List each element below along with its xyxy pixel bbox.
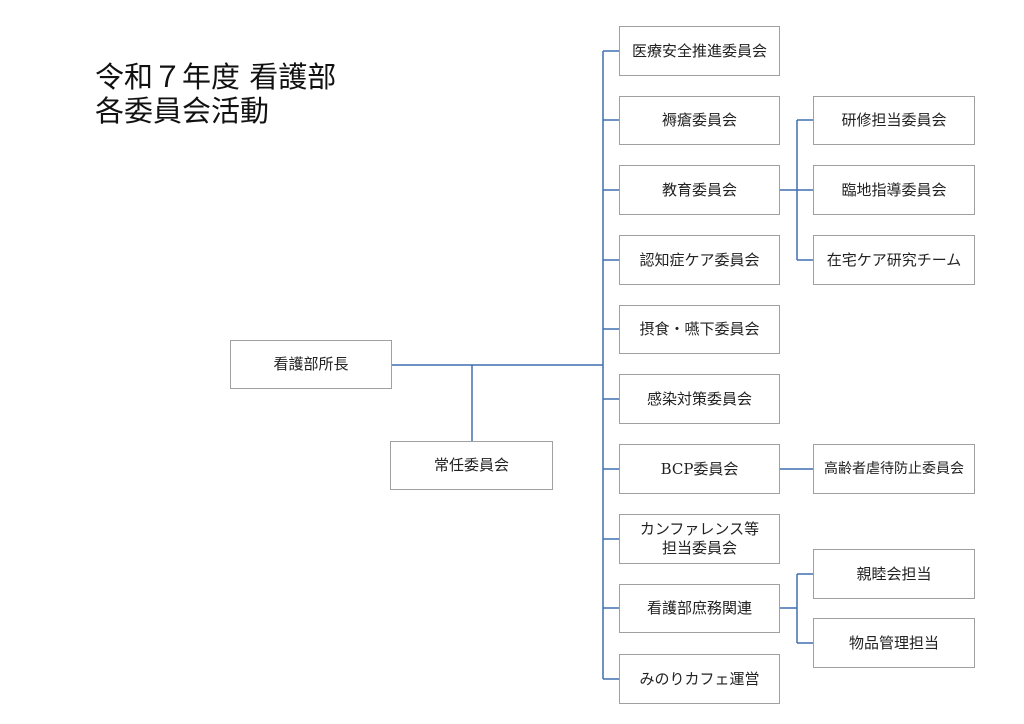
committee-label: 褥瘡委員会 bbox=[661, 111, 737, 129]
sub-committee-box-edu-3: 在宅ケア研究チーム bbox=[813, 235, 975, 285]
committee-box-10: みのりカフェ運営 bbox=[619, 654, 780, 704]
sub-committee-box-edu-2: 臨地指導委員会 bbox=[813, 165, 975, 215]
committee-box-7: BCP委員会 bbox=[619, 444, 780, 494]
sub-committee-box-bcp-1: 高齢者虐待防止委員会 bbox=[813, 444, 975, 494]
sub-committee-box-ga-2: 物品管理担当 bbox=[813, 618, 975, 668]
sub-committee-label: 高齢者虐待防止委員会 bbox=[824, 460, 964, 477]
committee-box-2: 褥瘡委員会 bbox=[619, 96, 780, 145]
committee-box-8: カンファレンス等 担当委員会 bbox=[619, 514, 780, 564]
committee-box-1: 医療安全推進委員会 bbox=[619, 26, 780, 76]
sub-committee-label: 臨地指導委員会 bbox=[841, 180, 947, 199]
committee-label: 医療安全推進委員会 bbox=[631, 41, 767, 60]
sub-committee-label: 親睦会担当 bbox=[856, 564, 932, 583]
committee-box-6: 感染対策委員会 bbox=[619, 374, 780, 424]
sub-committee-box-edu-1: 研修担当委員会 bbox=[813, 96, 975, 145]
sub-committee-box-ga-1: 親睦会担当 bbox=[813, 549, 975, 599]
committee-box-4: 認知症ケア委員会 bbox=[619, 235, 780, 285]
committee-label: 摂食・嚥下委員会 bbox=[639, 320, 760, 338]
committee-label: BCP委員会 bbox=[660, 459, 739, 478]
committee-box-9: 看護部庶務関連 bbox=[619, 584, 780, 633]
committee-label: みのりカフェ運営 bbox=[639, 669, 760, 688]
committee-box-3: 教育委員会 bbox=[619, 165, 780, 215]
page-title: 令和７年度 看護部 各委員会活動 bbox=[95, 60, 336, 128]
committee-label: 感染対策委員会 bbox=[646, 389, 752, 408]
sub-committee-label: 物品管理担当 bbox=[848, 633, 939, 652]
root-label: 看護部所長 bbox=[273, 355, 349, 373]
committee-label-line-1: カンファレンス等 bbox=[639, 520, 760, 538]
title-line-2: 各委員会活動 bbox=[95, 94, 270, 128]
committee-label-line-2: 担当委員会 bbox=[661, 539, 737, 557]
title-line-1: 令和７年度 看護部 bbox=[95, 60, 337, 94]
committee-label: 教育委員会 bbox=[661, 180, 737, 199]
sub-committee-label: 研修担当委員会 bbox=[841, 111, 947, 129]
sub-committee-label: 在宅ケア研究チーム bbox=[826, 250, 962, 269]
root-box: 看護部所長 bbox=[230, 340, 392, 389]
standing-committee-label: 常任委員会 bbox=[433, 456, 509, 474]
committee-label: 認知症ケア委員会 bbox=[639, 250, 760, 269]
committee-label: 看護部庶務関連 bbox=[646, 599, 752, 617]
standing-committee-box: 常任委員会 bbox=[390, 441, 553, 490]
committee-box-5: 摂食・嚥下委員会 bbox=[619, 305, 780, 354]
